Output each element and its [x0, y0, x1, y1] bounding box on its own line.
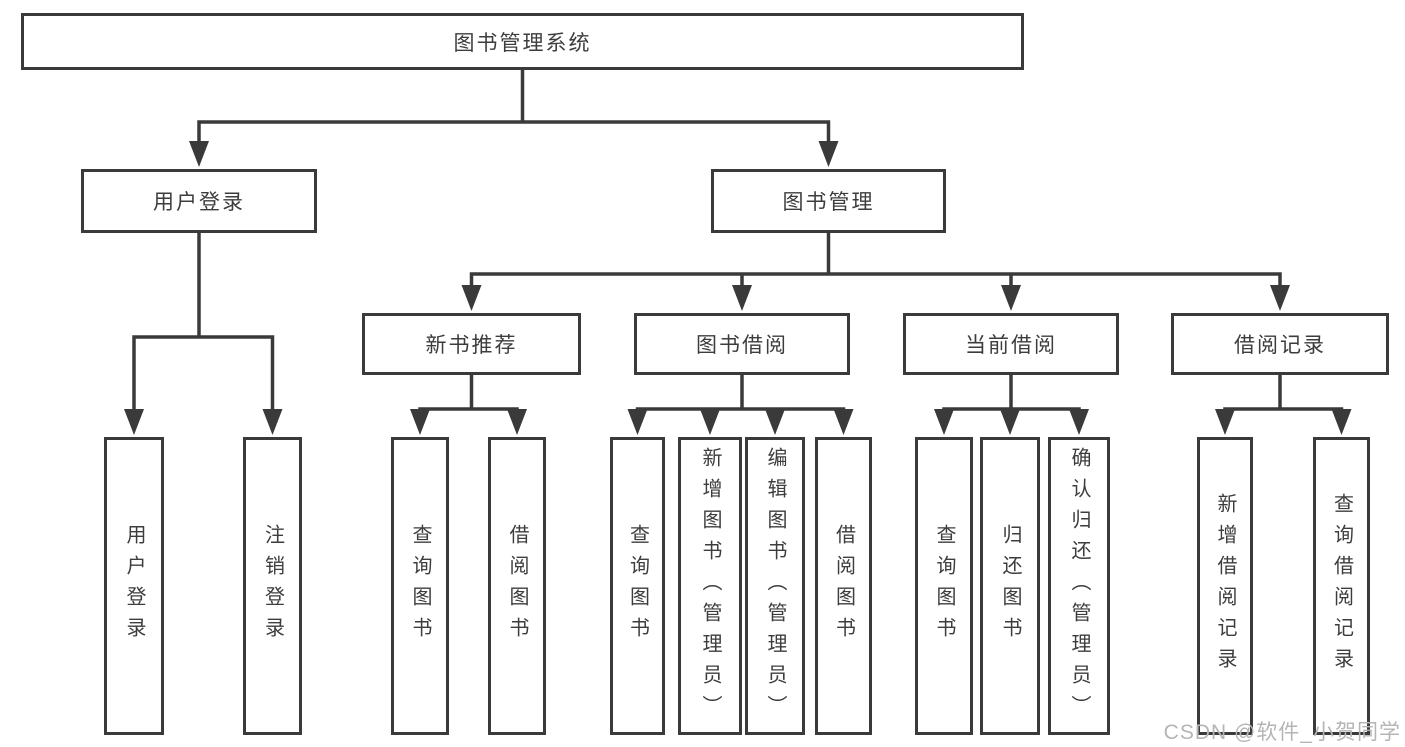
arrowhead-icon	[627, 409, 648, 435]
arrowhead-icon	[189, 141, 209, 167]
connector-path	[132, 68, 1344, 414]
node-book-borrow: 图书借阅	[634, 313, 850, 375]
leaf-query-books-recommend: 查询图书	[391, 437, 449, 735]
node-user-login-branch: 用户登录	[81, 169, 317, 233]
arrowhead-icon	[262, 409, 283, 435]
arrowhead-icon	[1331, 409, 1352, 435]
arrowhead-icon	[700, 409, 720, 435]
leaf-edit-book-admin: 编辑图书（管理员）	[745, 437, 805, 735]
leaf-confirm-return-admin: 确认归还（管理员）	[1048, 437, 1110, 735]
node-new-book-recommend: 新书推荐	[362, 313, 581, 375]
leaf-query-books-borrow: 查询图书	[610, 437, 665, 735]
arrowhead-icon	[934, 409, 954, 435]
node-library-system: 图书管理系统	[21, 13, 1024, 70]
watermark: CSDN @软件_小贺同学	[1163, 721, 1401, 744]
arrowhead-icon	[765, 409, 785, 435]
leaf-logout: 注销登录	[243, 437, 302, 735]
arrowhead-icon	[461, 285, 482, 311]
leaf-add-borrow-record: 新增借阅记录	[1197, 437, 1253, 735]
node-borrow-records: 借阅记录	[1171, 313, 1389, 375]
leaf-borrow-books: 借阅图书	[815, 437, 872, 735]
leaf-borrow-books-recommend: 借阅图书	[488, 437, 546, 735]
arrowheads	[124, 141, 1352, 435]
arrowhead-icon	[1215, 409, 1235, 435]
arrowhead-icon	[732, 285, 752, 311]
leaf-user-login: 用户登录	[104, 437, 164, 735]
leaf-query-borrow-record: 查询借阅记录	[1313, 437, 1370, 735]
arrowhead-icon	[818, 141, 839, 167]
arrowhead-icon	[1069, 409, 1089, 435]
arrowhead-icon	[124, 409, 144, 435]
arrowhead-icon	[1000, 409, 1020, 435]
arrowhead-icon	[833, 409, 854, 435]
leaf-query-books-current: 查询图书	[915, 437, 973, 735]
arrowhead-icon	[1001, 285, 1021, 311]
node-current-borrow: 当前借阅	[903, 313, 1119, 375]
leaf-add-book-admin: 新增图书（管理员）	[678, 437, 742, 735]
arrowhead-icon	[1270, 285, 1290, 311]
connector-strokes	[132, 68, 1344, 414]
node-book-management: 图书管理	[711, 169, 946, 233]
leaf-return-book: 归还图书	[980, 437, 1040, 735]
arrowhead-icon	[507, 409, 527, 435]
arrowhead-icon	[410, 409, 430, 435]
